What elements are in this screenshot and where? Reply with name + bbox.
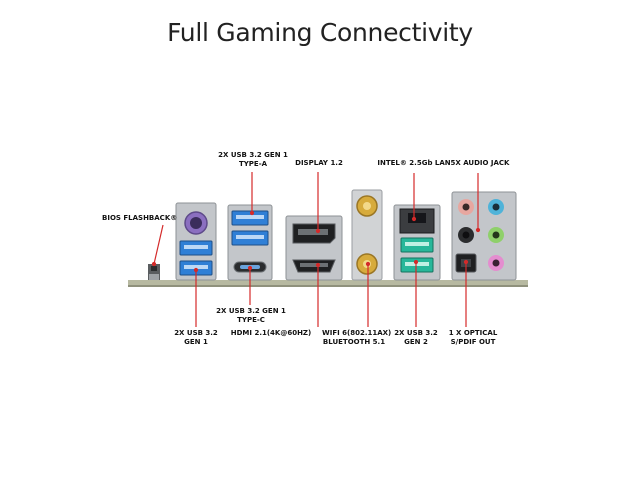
usb-typea-label: 2X USB 3.2 GEN 1 TYPE-A (218, 151, 288, 168)
lan-label: INTEL® 2.5Gb LAN (377, 159, 451, 167)
page-title: Full Gaming Connectivity (167, 18, 473, 47)
display-hdmi-stack (285, 215, 343, 281)
optical-spdif-label: 1 X OPTICAL S/PDIF OUT (448, 329, 498, 346)
usb-typec-label: 2X USB 3.2 GEN 1 TYPE-C (216, 307, 286, 324)
display-label: DISPLAY 1.2 (295, 159, 343, 167)
wifi-antenna-connectors (351, 189, 383, 281)
ps2-usb-stack (175, 202, 217, 281)
motherboard-edge (128, 280, 528, 286)
usb-typea-typec-stack (227, 204, 273, 281)
audio-jack-label: 5X AUDIO JACK (450, 159, 510, 167)
bios-flashback-label: BIOS FLASHBACK® (102, 214, 178, 222)
lan-usb-gen2-stack (393, 204, 441, 281)
callout-lines (151, 172, 481, 327)
usb-gen1-label: 2X USB 3.2 GEN 1 (174, 329, 218, 346)
bios-flashback-button (148, 264, 160, 280)
hdmi-label: HDMI 2.1(4K@60HZ) (230, 329, 312, 337)
audio-jack-block (451, 191, 517, 281)
usb-gen2-label: 2X USB 3.2 GEN 2 (394, 329, 438, 346)
wifi-bluetooth-label: WIFI 6(802.11AX) BLUETOOTH 5.1 (322, 329, 392, 346)
